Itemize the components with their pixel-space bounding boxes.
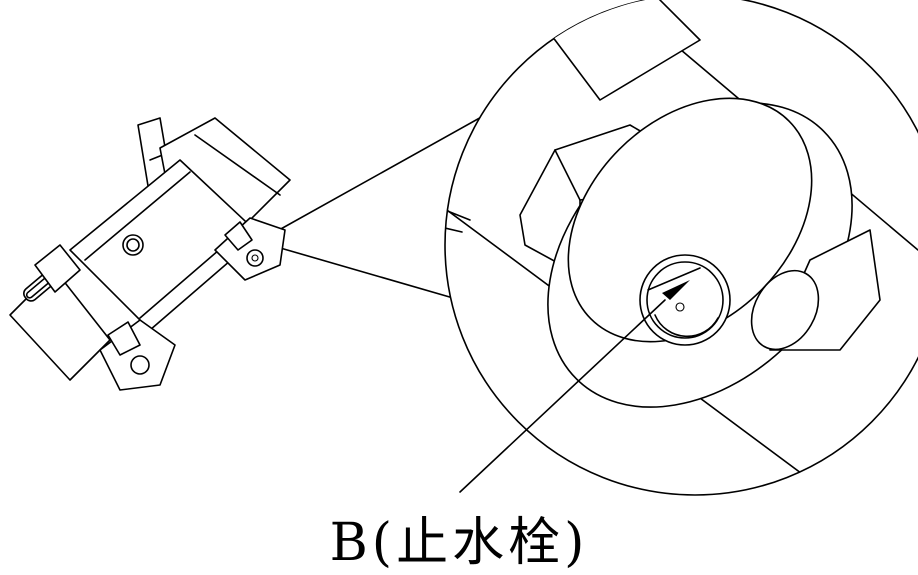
magnified-detail [444, 0, 918, 496]
valve-assembly-overview [9, 117, 291, 391]
stop-valve-label: B(止水栓) [329, 513, 589, 573]
leader-lines [269, 114, 486, 301]
label-leader-line [459, 299, 666, 493]
